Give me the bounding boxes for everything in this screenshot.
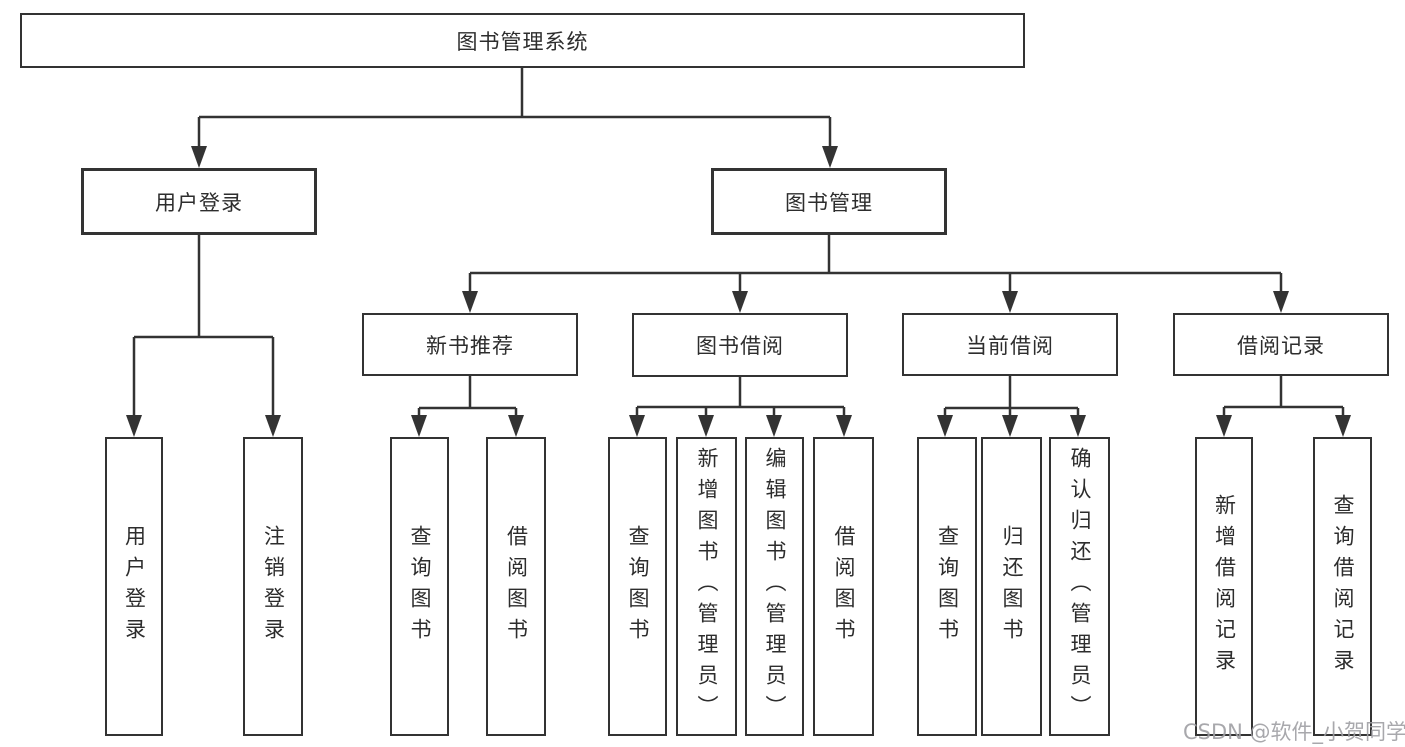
node-label: 借阅图书 <box>504 524 529 649</box>
arrowhead <box>1273 291 1289 313</box>
connector-book-management-group <box>468 235 1283 293</box>
node-label: 注销登录 <box>261 524 286 649</box>
node-book-borrowing: 图书借阅 <box>632 313 848 377</box>
leaf-records-add-record: 新增借阅记录 <box>1195 437 1253 736</box>
arrowhead <box>629 415 645 437</box>
csdn-watermark: CSDN @软件_小贺同学 <box>1183 720 1405 744</box>
node-label: 用户登录 <box>155 190 243 215</box>
node-label: 用户登录 <box>122 524 147 649</box>
arrowhead <box>411 415 427 437</box>
node-label: 新书推荐 <box>426 333 514 358</box>
connector-borrowing-records-group <box>1222 376 1345 418</box>
connector-new-book-group <box>417 376 518 418</box>
connector-book-borrowing-group <box>635 377 846 418</box>
node-label: 确认归还（管理员） <box>1068 447 1092 726</box>
arrowhead <box>1216 415 1232 437</box>
node-label: 图书管理系统 <box>456 29 589 54</box>
node-label: 查询图书 <box>408 524 432 649</box>
leaf-current-confirm-return-admin: 确认归还（管理员） <box>1049 437 1110 736</box>
arrowhead <box>508 415 524 437</box>
node-root-library-management-system: 图书管理系统 <box>20 13 1025 68</box>
node-label: 归还图书 <box>1000 524 1024 649</box>
arrowhead <box>265 415 281 437</box>
node-label: 查询借阅记录 <box>1331 493 1355 680</box>
node-label: 图书借阅 <box>696 334 784 358</box>
leaf-borrowing-add-books-admin: 新增图书（管理员） <box>676 437 737 736</box>
node-label: 当前借阅 <box>966 333 1054 358</box>
arrowhead <box>126 415 142 437</box>
node-user-login-branch: 用户登录 <box>81 168 317 235</box>
node-borrowing-records: 借阅记录 <box>1173 313 1389 376</box>
leaf-borrowing-query-books: 查询图书 <box>608 437 667 736</box>
connector-current-borrowing-group <box>943 376 1080 418</box>
leaf-user-login: 用户登录 <box>105 437 163 736</box>
node-label: 借阅记录 <box>1237 333 1325 358</box>
connector-root-to-level2 <box>197 66 832 147</box>
leaf-borrowing-edit-books-admin: 编辑图书（管理员） <box>745 437 804 736</box>
node-label: 新增图书（管理员） <box>695 447 719 726</box>
arrowhead <box>191 146 207 168</box>
leaf-records-query-record: 查询借阅记录 <box>1313 437 1372 736</box>
node-current-borrowing: 当前借阅 <box>902 313 1118 376</box>
node-new-book-recommend: 新书推荐 <box>362 313 578 376</box>
leaf-current-return-books: 归还图书 <box>981 437 1042 736</box>
arrowhead <box>732 291 748 313</box>
connector-user-login-group <box>132 235 275 417</box>
leaf-recommend-query-books: 查询图书 <box>390 437 449 736</box>
leaf-recommend-borrow-books: 借阅图书 <box>486 437 546 736</box>
arrowheads <box>126 146 1351 437</box>
node-label: 查询图书 <box>935 524 960 649</box>
arrowhead <box>1335 415 1351 437</box>
arrowhead <box>937 415 953 437</box>
arrowhead <box>462 291 478 313</box>
arrowhead <box>1002 291 1018 313</box>
node-label: 查询图书 <box>626 524 650 649</box>
leaf-current-query-books: 查询图书 <box>917 437 977 736</box>
node-book-management-branch: 图书管理 <box>711 168 947 235</box>
arrowhead <box>766 415 782 437</box>
leaf-borrowing-borrow-books: 借阅图书 <box>813 437 874 736</box>
arrowhead <box>1070 415 1086 437</box>
node-label: 编辑图书（管理员） <box>763 447 787 726</box>
arrowhead <box>822 146 838 168</box>
arrowhead <box>698 415 714 437</box>
node-label: 图书管理 <box>785 190 873 215</box>
arrowhead <box>836 415 852 437</box>
node-label: 新增借阅记录 <box>1212 493 1237 680</box>
leaf-logout-login: 注销登录 <box>243 437 303 736</box>
arrowhead <box>1002 415 1018 437</box>
node-label: 借阅图书 <box>832 524 856 649</box>
